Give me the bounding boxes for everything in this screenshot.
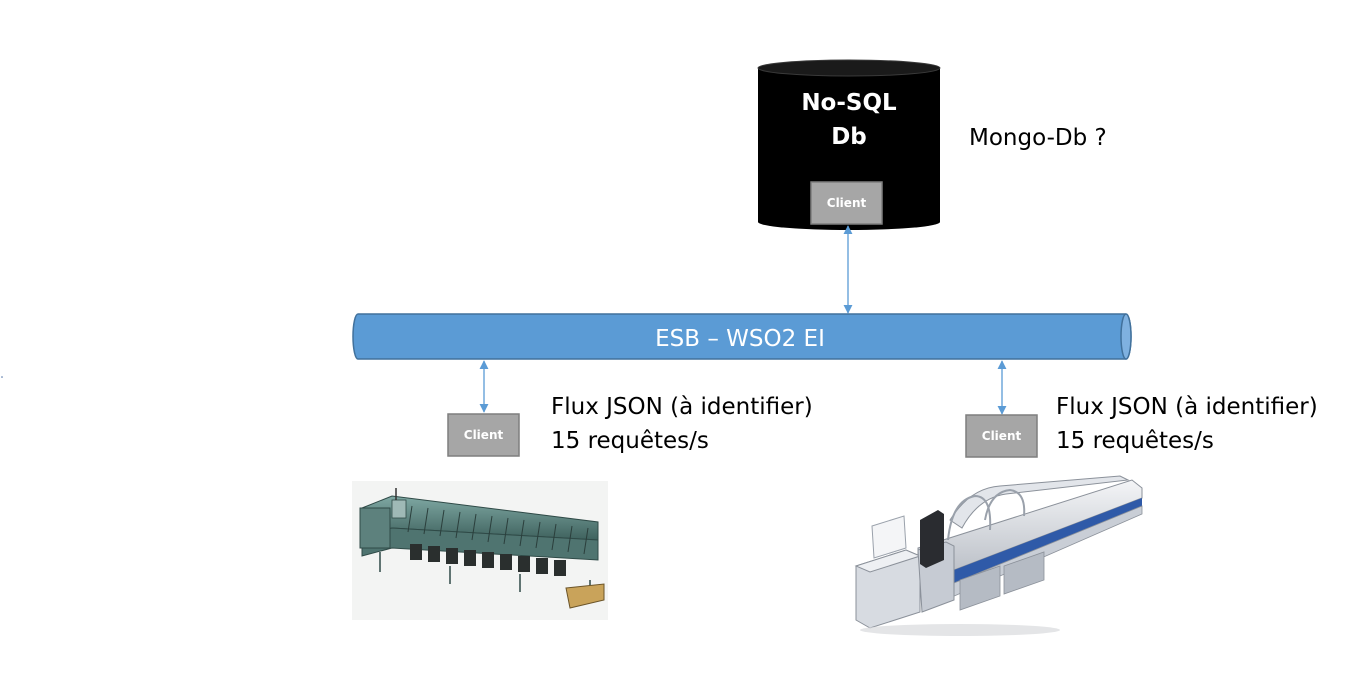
database-title-line2: Db bbox=[831, 124, 867, 150]
mail-sorting-machine-icon bbox=[352, 481, 608, 620]
database-client-rect[interactable] bbox=[810, 181, 883, 225]
database-client-label: Client bbox=[827, 196, 867, 210]
right-flux-line2: 15 requêtes/s bbox=[1056, 428, 1214, 454]
left-flux-line1: Flux JSON (à identifier) bbox=[551, 394, 813, 420]
left-flux-line2: 15 requêtes/s bbox=[551, 428, 709, 454]
right-client-rect[interactable] bbox=[965, 414, 1038, 458]
database-cylinder-body bbox=[758, 68, 940, 230]
parcel-sorting-machine-icon bbox=[854, 475, 1143, 636]
database-title-line1: No-SQL bbox=[801, 90, 897, 116]
stray-dot bbox=[1, 376, 3, 378]
nosql-database: No-SQL Db Client bbox=[757, 59, 941, 230]
mongodb-annotation: Mongo-Db ? bbox=[969, 125, 1107, 151]
left-client-rect[interactable] bbox=[447, 413, 520, 457]
esb-bus-end-cap bbox=[1120, 313, 1132, 360]
database-cylinder-top bbox=[757, 59, 941, 77]
database-client-box[interactable]: Client bbox=[810, 181, 883, 225]
esb-bus: ESB – WSO2 EI bbox=[352, 313, 1132, 360]
right-client-box[interactable]: Client bbox=[965, 414, 1038, 458]
right-client-label: Client bbox=[982, 429, 1022, 443]
esb-bus-label: ESB – WSO2 EI bbox=[655, 326, 825, 352]
right-flux-line1: Flux JSON (à identifier) bbox=[1056, 394, 1318, 420]
left-client-label: Client bbox=[464, 428, 504, 442]
left-client-box[interactable]: Client bbox=[447, 413, 520, 457]
